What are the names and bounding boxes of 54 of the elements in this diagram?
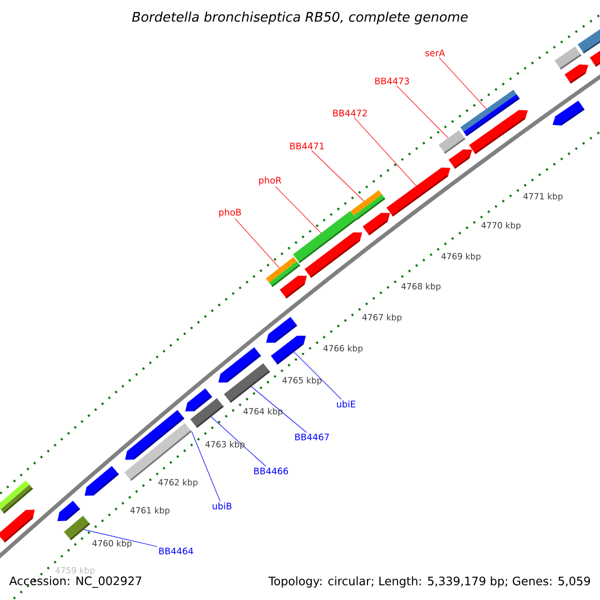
leader-line	[234, 218, 280, 268]
info-text: Topology: circular; Length: 5,339,179 bp; Genes: 5,059	[268, 576, 590, 588]
gene-block	[270, 336, 306, 365]
gene-label: BB4467	[295, 434, 329, 440]
scale-label: 4759 kbp	[55, 566, 95, 576]
scale-label: 4771 kbp	[523, 192, 563, 202]
gene-label: BB4472	[333, 110, 367, 116]
gene-block	[469, 110, 528, 154]
scale-label: 4764 kbp	[243, 408, 283, 416]
title: Bordetella bronchiseptica RB50, complete genome	[132, 12, 468, 24]
gene-block	[448, 149, 472, 169]
gene-block	[0, 510, 35, 543]
gene-box	[224, 363, 270, 403]
scale-label: 4768 kbp	[401, 282, 441, 292]
gene-label: serA	[425, 50, 445, 56]
leader-line	[83, 529, 158, 547]
gene-box	[64, 516, 90, 540]
gene-label: ubiE	[336, 400, 356, 408]
gene-label: BB4473	[375, 78, 409, 84]
scale-label: 4763 kbp	[205, 440, 245, 450]
scale-label: 4760 kbp	[92, 540, 132, 548]
gene-block	[304, 232, 362, 278]
info-text: Accession: NC_002927	[9, 576, 142, 588]
scale-label: 4769 kbp	[441, 252, 481, 262]
gene-block	[57, 500, 80, 522]
leader-line	[438, 57, 487, 110]
leader-line	[251, 386, 307, 433]
leader-line	[354, 117, 417, 186]
leader-line	[210, 416, 266, 467]
scale-label: 4762 kbp	[158, 478, 198, 488]
gene-block	[280, 276, 307, 298]
gene-block	[590, 49, 600, 67]
gene-label: ubiB	[212, 502, 232, 510]
gene-block	[386, 168, 450, 217]
leader-line	[275, 186, 322, 234]
leader-line	[294, 352, 342, 400]
gene-box	[190, 398, 224, 428]
gene-block	[564, 64, 588, 84]
gene-label: BB4471	[290, 142, 324, 150]
scale-label: 4766 kbp	[323, 344, 363, 354]
scale-label: 4770 kbp	[481, 222, 521, 230]
scale-label: 4765 kbp	[282, 376, 322, 386]
gene-block	[362, 212, 390, 236]
leader-line	[311, 150, 364, 202]
gene-label: BB4466	[254, 468, 288, 474]
gene-block	[84, 466, 119, 496]
gene-label: phoR	[259, 176, 282, 186]
leader-line	[191, 431, 220, 502]
scale-label: 4767 kbp	[362, 314, 402, 322]
scale-label: 4761 kbp	[130, 506, 170, 516]
gene-label: phoB	[219, 208, 241, 218]
leader-line	[396, 85, 448, 138]
gene-label: BB4464	[159, 548, 194, 554]
gene-block	[552, 100, 585, 126]
